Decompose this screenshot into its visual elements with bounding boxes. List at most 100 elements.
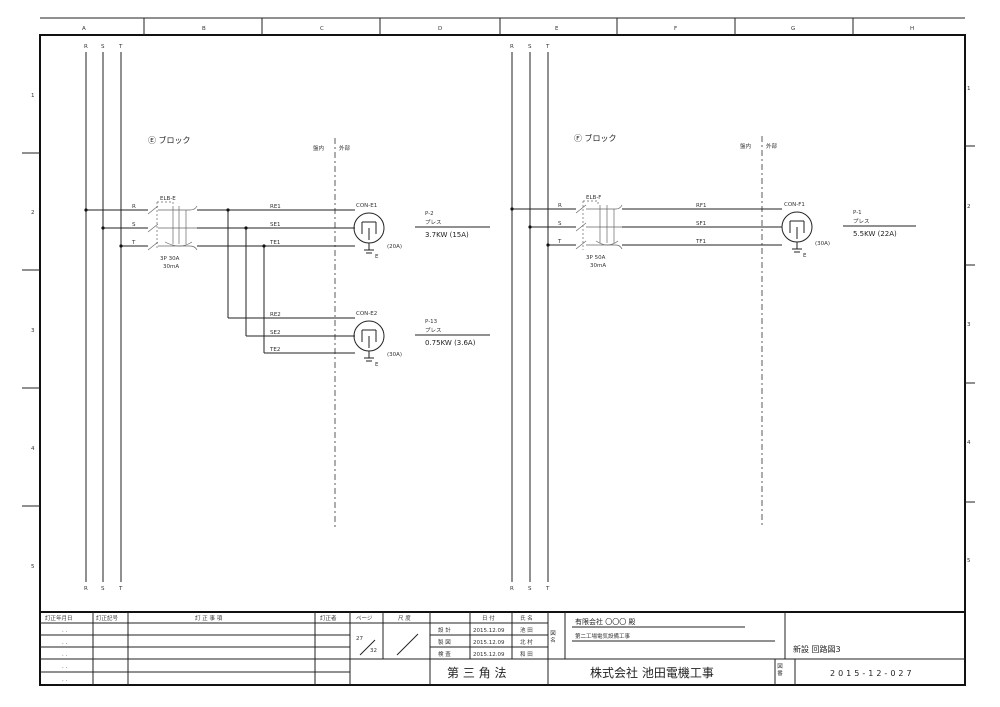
row-label: 4 — [967, 440, 971, 446]
wire-label: SF1 — [696, 221, 706, 227]
load-id: P-2 — [425, 211, 434, 217]
bus-label: T — [118, 586, 123, 592]
drawing-title: 新設 回路図3 — [793, 644, 841, 654]
revision-date: . . — [62, 640, 67, 646]
wire-label: TF1 — [695, 239, 706, 245]
load-spec: 3.7KW (15A) — [425, 231, 469, 239]
approval-name: 池 田 — [520, 626, 533, 634]
block-e: Ⓔ ブロック 盤内 外部 R S T ELB-E 3P 30A 30mA RE1 — [84, 135, 490, 530]
approval-role: 設 計 — [438, 626, 451, 634]
row-label: 2 — [967, 204, 971, 210]
column-label: E — [555, 26, 559, 32]
name-header: 氏 名 — [520, 614, 533, 622]
projection-method: 第 三 角 法 — [447, 666, 506, 680]
page-label: ページ — [356, 615, 373, 622]
row-label: 3 — [31, 328, 35, 334]
ground-label: E — [803, 253, 807, 259]
drawing-number-label: 図 番 — [776, 663, 783, 677]
bus-label: T — [118, 44, 123, 50]
column-label: C — [320, 26, 324, 32]
header-revision-mark: 訂正記号 — [96, 614, 119, 622]
phase-label: T — [557, 239, 562, 245]
column-label: F — [674, 26, 677, 32]
breaker-sensitivity: 30mA — [163, 264, 179, 270]
row-label: 5 — [967, 558, 971, 564]
column-label: A — [82, 26, 86, 32]
bus-label: S — [528, 44, 532, 50]
wire-label: RE2 — [270, 312, 281, 318]
block-f: Ⓕ ブロック 盤内 外部 R S T ELB-F 3P 50A 30mA RF1… — [510, 133, 916, 528]
row-label: 1 — [967, 86, 971, 92]
revision-date: . . — [62, 664, 67, 670]
approval-date: 2015.12.09 — [473, 640, 505, 646]
connector-e2: CON-E2 (30A) E — [353, 311, 402, 368]
breaker-symbol — [147, 201, 198, 251]
column-label: D — [438, 26, 442, 32]
breaker-name: ELB-F — [586, 195, 601, 201]
bus-label: T — [545, 44, 550, 50]
block-title: Ⓔ ブロック — [148, 135, 191, 145]
row-label: 3 — [967, 322, 971, 328]
column-label: B — [202, 26, 206, 32]
bus-label: S — [101, 44, 105, 50]
page-total: 32 — [370, 648, 377, 654]
breaker-symbol — [575, 200, 623, 250]
company-name: 株式会社 池田電機工事 — [590, 665, 714, 680]
ground-label: E — [375, 254, 379, 260]
connector-name: CON-E2 — [356, 311, 377, 317]
load-name: プレス — [425, 219, 442, 226]
bus-label: R — [510, 586, 514, 592]
bus-label: S — [528, 586, 532, 592]
phase-label: T — [131, 240, 136, 246]
bus-label: T — [545, 586, 550, 592]
row-label: 4 — [31, 446, 35, 452]
breaker-name: ELB-E — [160, 196, 176, 202]
revision-date: . . — [62, 628, 67, 634]
load-spec: 5.5KW (22A) — [853, 230, 897, 238]
approval-date: 2015.12.09 — [473, 628, 505, 634]
phase-label: R — [558, 203, 562, 209]
approval-row: 検 査 2015.12.09 和 田 — [438, 650, 533, 658]
connector-name: CON-E1 — [356, 203, 377, 209]
load-name: プレス — [853, 218, 870, 225]
column-label: H — [910, 26, 914, 32]
zone-outside-label: 外部 — [339, 144, 351, 152]
row-labels: 1 2 3 4 5 1 2 3 4 5 — [31, 86, 971, 570]
revision-date: . . — [62, 677, 67, 683]
wire-label: RE1 — [270, 204, 281, 210]
connector-rating: (30A) — [815, 241, 830, 247]
row-label: 1 — [31, 93, 35, 99]
header-revision-date: 訂正年月日 — [45, 614, 73, 622]
phase-label: S — [558, 221, 562, 227]
block-title: Ⓕ ブロック — [574, 133, 617, 143]
breaker-sensitivity: 30mA — [590, 263, 606, 269]
zone-inside-label: 盤内 — [740, 142, 751, 150]
breaker-rating: 3P 50A — [586, 255, 606, 261]
page-current: 27 — [356, 636, 363, 642]
ground-label: E — [375, 362, 379, 368]
header-reviser: 訂正者 — [320, 614, 337, 622]
wire-label: SE1 — [270, 222, 280, 228]
wire-label: TE1 — [269, 240, 280, 246]
approval-row: 設 計 2015.12.09 池 田 — [438, 626, 533, 634]
bus-label: R — [84, 586, 88, 592]
connector-rating: (20A) — [387, 244, 402, 250]
revision-date: . . — [62, 652, 67, 658]
approval-name: 和 田 — [520, 650, 533, 658]
zone-inside-label: 盤内 — [313, 144, 324, 152]
breaker-rating: 3P 30A — [160, 256, 180, 262]
approval-role: 製 図 — [438, 638, 451, 646]
drawing-name-label: 図 名 — [549, 630, 556, 644]
connector-rating: (30A) — [387, 352, 402, 358]
wire-label: TE2 — [269, 347, 280, 353]
approval-role: 検 査 — [438, 650, 451, 658]
client-name: 有限会社 〇〇〇 殿 — [575, 617, 635, 626]
drawing-frame: A B C D E F G H 1 2 3 4 5 1 2 3 4 5 — [22, 17, 975, 686]
row-label: 2 — [31, 210, 35, 216]
connector-name: CON-F1 — [784, 202, 805, 208]
approval-row: 製 図 2015.12.09 北 村 — [438, 638, 533, 646]
header-revision-detail: 訂 正 事 項 — [195, 614, 223, 622]
project-name: 第二工場電気設備工事 — [575, 632, 631, 640]
zone-outside-label: 外部 — [766, 142, 778, 150]
title-block: 訂正年月日 訂正記号 訂 正 事 項 訂正者 . . . . . . . . .… — [40, 611, 965, 685]
